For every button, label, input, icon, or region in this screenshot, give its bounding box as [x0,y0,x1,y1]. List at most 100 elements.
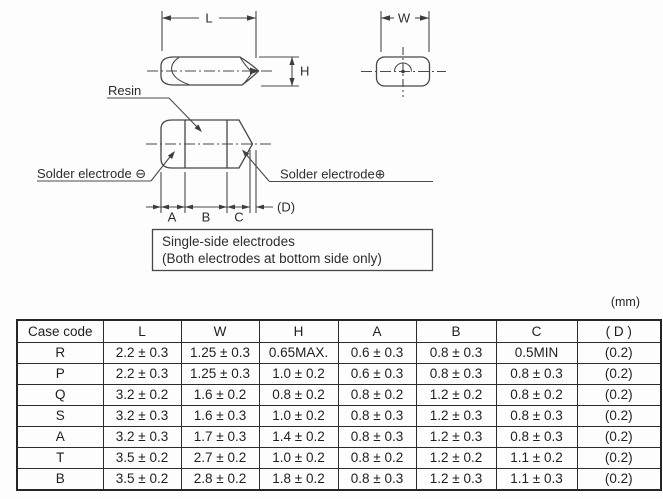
cell-a: 0.8 ± 0.2 [337,447,417,469]
cell-b: 1.2 ± 0.2 [415,447,497,469]
bottom-view: Resin Solder electrode ⊖ Solder electrod… [37,83,433,225]
cell-w: 1.6 ± 0.3 [180,405,260,427]
col-header-case-code: Case code [16,319,104,343]
cell-c: 0.8 ± 0.3 [495,405,578,427]
resin-label: Resin [108,83,141,98]
center-dot [401,69,405,74]
dimension-arrow [289,78,295,86]
cell-w: 2.8 ± 0.2 [180,468,260,491]
dim-label-a: A [168,210,177,225]
table-row: T 3.5 ± 0.2 2.7 ± 0.2 1.0 ± 0.2 0.8 ± 0.… [16,447,662,469]
terminal-dome [393,62,413,72]
col-header-b: B [415,319,497,343]
table-row: B 3.5 ± 0.2 2.8 ± 0.2 1.8 ± 0.2 0.8 ± 0.… [16,468,662,491]
cell-w: 1.6 ± 0.2 [180,384,260,406]
cell-c: 1.1 ± 0.2 [495,447,578,469]
end-view: W [361,11,446,97]
electrode-positive-label: Solder electrode⊕ [280,167,386,182]
side-view: L H [147,11,309,87]
cell-l: 3.2 ± 0.3 [102,426,182,448]
dim-label-c: C [234,210,243,225]
cell-b: 0.8 ± 0.3 [415,363,497,385]
cell-b: 1.2 ± 0.3 [415,426,497,448]
col-header-a: A [337,319,417,343]
dim-label-b: B [202,210,211,225]
cell-a: 0.6 ± 0.3 [337,342,417,364]
note-line-1: Single-side electrodes [162,234,295,249]
cell-case-code: Q [16,384,104,406]
dimension-arrow [289,57,295,65]
cell-d: (0.2) [576,363,662,385]
cell-case-code: R [16,342,104,364]
col-header-h: H [258,319,339,343]
electrode-negative-label: Solder electrode ⊖ [37,166,146,181]
cell-b: 1.2 ± 0.3 [415,405,497,427]
cell-w: 2.7 ± 0.2 [180,447,260,469]
dim-label-w: W [398,11,411,26]
cell-c: 1.1 ± 0.3 [495,468,578,491]
cell-l: 3.5 ± 0.2 [102,468,182,491]
cell-h: 1.4 ± 0.2 [258,426,339,448]
col-header-c: C [495,319,578,343]
table-row: R 2.2 ± 0.3 1.25 ± 0.3 0.65MAX. 0.6 ± 0.… [16,342,662,364]
cell-d: (0.2) [576,342,662,364]
cell-h: 1.8 ± 0.2 [258,468,339,491]
cell-a: 0.8 ± 0.3 [337,468,417,491]
cell-l: 2.2 ± 0.3 [102,342,182,364]
table-row: S 3.2 ± 0.3 1.6 ± 0.3 1.0 ± 0.2 0.8 ± 0.… [16,405,662,427]
dimension-arrow [242,204,250,210]
cell-w: 1.7 ± 0.3 [180,426,260,448]
cell-l: 3.5 ± 0.2 [102,447,182,469]
col-header-l: L [102,319,182,343]
dimension-arrow [256,204,264,210]
cell-a: 0.8 ± 0.3 [337,405,417,427]
dim-label-l: L [205,11,212,26]
cell-case-code: A [16,426,104,448]
cell-d: (0.2) [576,384,662,406]
package-outline-figure: L H W [37,11,446,272]
dimension-arrow [227,204,235,210]
side-view-body [160,56,260,86]
note-box: Single-side electrodes (Both electrodes … [151,228,434,272]
cell-d: (0.2) [576,405,662,427]
table-header-row: Case code L W H A B C ( D ) [16,319,662,343]
dimension-arrow [162,15,171,21]
dimension-table: Case code L W H A B C ( D ) R 2.2 ± 0.3 … [16,319,662,491]
electrode-negative-leader [150,152,174,182]
note-line-2: (Both electrodes at bottom side only) [162,251,382,266]
leader-arrow [167,151,175,159]
cell-d: (0.2) [576,468,662,491]
table-row: A 3.2 ± 0.3 1.7 ± 0.3 1.4 ± 0.2 0.8 ± 0.… [16,426,662,448]
dim-label-h: H [300,64,309,79]
col-header-d: ( D ) [576,319,662,343]
cell-h: 1.0 ± 0.2 [258,447,339,469]
cell-b: 0.8 ± 0.3 [415,342,497,364]
bottom-view-body [160,119,254,169]
body-tip [250,67,259,75]
cell-case-code: S [16,405,104,427]
cell-d: (0.2) [576,426,662,448]
leader-arrow [194,124,202,132]
dimension-arrow [177,204,185,210]
unit-label: (mm) [610,295,640,309]
cell-d: (0.2) [576,447,662,469]
cell-l: 3.2 ± 0.2 [102,384,182,406]
table-row: P 2.2 ± 0.3 1.25 ± 0.3 1.0 ± 0.2 0.6 ± 0… [16,363,662,385]
resin-leader [168,97,201,131]
table-row: Q 3.2 ± 0.2 1.6 ± 0.2 0.8 ± 0.2 0.8 ± 0.… [16,384,662,406]
dimension-arrow [420,15,429,21]
dimension-arrow [185,204,193,210]
cell-h: 0.65MAX. [258,342,339,364]
cell-a: 0.6 ± 0.3 [337,363,417,385]
cell-a: 0.8 ± 0.3 [337,426,417,448]
col-header-w: W [180,319,260,343]
cell-l: 2.2 ± 0.3 [102,363,182,385]
cell-c: 0.5MIN [495,342,578,364]
dimension-arrow [247,15,256,21]
cell-case-code: B [16,468,104,491]
note-box-border [151,228,434,272]
dimension-arrow [161,204,169,210]
cell-c: 0.8 ± 0.3 [495,426,578,448]
cell-c: 0.8 ± 0.2 [495,384,578,406]
